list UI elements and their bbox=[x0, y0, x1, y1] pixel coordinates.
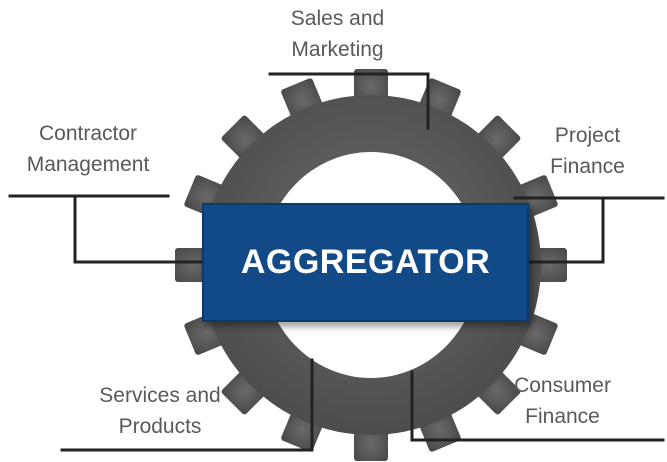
aggregator-box: AGGREGATOR bbox=[202, 203, 529, 322]
aggregator-title: AGGREGATOR bbox=[240, 243, 491, 281]
node-consumer-finance: Consumer Finance bbox=[460, 370, 665, 432]
node-label-line: Products bbox=[118, 415, 202, 438]
connector-sales bbox=[268, 72, 430, 130]
node-label-line: Sales and bbox=[290, 7, 385, 30]
connector-consumer bbox=[410, 370, 665, 442]
node-label-line: Finance bbox=[525, 405, 600, 428]
node-label-line: Consumer bbox=[514, 374, 611, 397]
node-sales-and-marketing: Sales and Marketing bbox=[250, 3, 425, 65]
node-label-line: Finance bbox=[550, 155, 625, 178]
node-contractor-management: Contractor Management bbox=[0, 118, 176, 180]
connector-project-elbow bbox=[524, 196, 605, 264]
node-label-line: Contractor bbox=[38, 122, 138, 145]
node-services-and-products: Services and Products bbox=[55, 380, 265, 442]
node-label-line: Services and bbox=[99, 384, 221, 407]
gear-icon bbox=[175, 69, 567, 461]
node-label-line: Project bbox=[554, 124, 621, 147]
node-project-finance: Project Finance bbox=[510, 120, 665, 182]
connector-contractor-elbow bbox=[73, 194, 210, 264]
node-label-line: Management bbox=[26, 153, 150, 176]
connector-services bbox=[60, 358, 314, 452]
node-label-line: Marketing bbox=[291, 38, 384, 61]
